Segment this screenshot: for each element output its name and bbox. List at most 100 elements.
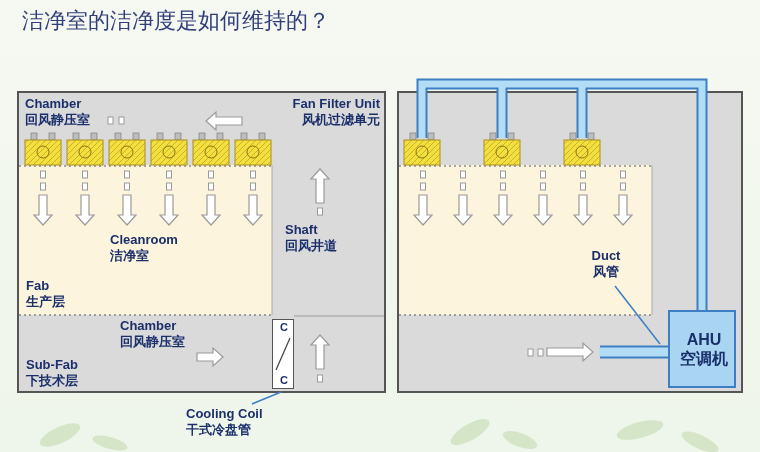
airflow-dot	[251, 171, 256, 178]
airflow-arrow	[614, 195, 632, 225]
airflow-arrow	[244, 195, 262, 225]
airflow-arrow	[547, 343, 593, 361]
wall-line	[294, 316, 384, 317]
ffu-fan	[205, 146, 217, 158]
fan-filter-unit	[151, 140, 187, 165]
airflow-arrow	[534, 195, 552, 225]
airflow-dot	[541, 183, 546, 190]
coil-label: Cooling Coil 干式冷盘管	[186, 406, 280, 437]
airflow-arrow	[197, 348, 223, 366]
airflow-arrow	[454, 195, 472, 225]
airflow-dot	[318, 208, 323, 215]
ffu-fan	[37, 146, 49, 158]
airflow-dot	[41, 183, 46, 190]
fan-filter-unit	[193, 140, 229, 165]
right-panel	[398, 92, 742, 392]
airflow-dot	[83, 171, 88, 178]
airflow-dot	[421, 171, 426, 178]
region-label: Chamber 回风静压室	[25, 96, 99, 127]
region-label: Fab 生产层	[26, 278, 74, 309]
airflow-dot	[538, 349, 543, 356]
airflow-dot	[421, 183, 426, 190]
ffu-label: Fan Filter Unit 风机过滤单元	[258, 96, 380, 127]
wall-line	[652, 165, 653, 315]
region-label: Cleanroom 洁净室	[110, 232, 192, 263]
airflow-dot	[621, 171, 626, 178]
duct	[422, 84, 702, 352]
ffu-collar	[49, 133, 55, 140]
airflow-dot	[581, 171, 586, 178]
airflow-arrow	[574, 195, 592, 225]
cleanroom-area	[399, 165, 652, 315]
airflow-dot	[581, 183, 586, 190]
region-label: C	[273, 321, 295, 334]
duct-label: Duct 风管	[583, 248, 629, 279]
subfab-region: Chamber 回风静压室Sub-Fab 下技术层CC	[19, 317, 384, 391]
raised-floor	[19, 314, 272, 316]
fan-filter-unit	[25, 140, 61, 165]
airflow-dot	[167, 171, 172, 178]
ffu-fan	[121, 146, 133, 158]
wall-line	[272, 165, 273, 315]
ffu-fan	[496, 146, 508, 158]
leaf-decoration	[37, 414, 721, 452]
cleanroom-area	[19, 165, 272, 315]
ffu-collar	[199, 133, 205, 140]
raised-floor	[399, 314, 652, 316]
fan-filter-unit	[109, 140, 145, 165]
ffu-collar	[508, 133, 514, 140]
region-label: Chamber 回风静压室	[120, 318, 194, 349]
airflow-arrow	[206, 112, 242, 130]
ffu-collar	[588, 133, 594, 140]
airflow-dot	[125, 183, 130, 190]
ahu-box: AHU 空调机	[668, 310, 736, 388]
ffu-fan	[576, 146, 588, 158]
region-label: C	[273, 374, 295, 387]
ffu-fan	[163, 146, 175, 158]
region-label: Shaft 回风井道	[285, 222, 347, 253]
ffu-collar	[157, 133, 163, 140]
airflow-dot	[119, 117, 124, 124]
ffu-fan	[416, 146, 428, 158]
airflow-dot	[125, 171, 130, 178]
page-title: 洁净室的洁净度是如何维持的？	[22, 6, 330, 36]
return-plenum: Chamber 回风静压室	[19, 93, 272, 139]
airflow-dot	[461, 183, 466, 190]
airflow-dot	[528, 349, 533, 356]
cleanroom-region: Cleanroom 洁净室 Fab 生产层	[19, 166, 272, 314]
ffu-collar	[31, 133, 37, 140]
region-label: AHU 空调机	[674, 330, 734, 368]
airflow-arrow	[160, 195, 178, 225]
ffu-collar	[259, 133, 265, 140]
fan-filter-unit	[404, 140, 440, 165]
airflow-dot	[501, 183, 506, 190]
ffu-collar	[428, 133, 434, 140]
ffu-collar	[133, 133, 139, 140]
ffu-collar	[490, 133, 496, 140]
airflow-dot	[461, 171, 466, 178]
airflow-dot	[541, 171, 546, 178]
airflow-arrow	[311, 169, 329, 203]
left-panel	[18, 92, 385, 392]
ffu-collar	[241, 133, 247, 140]
ffu-collar	[570, 133, 576, 140]
airflow-dot	[209, 183, 214, 190]
fan-filter-unit	[67, 140, 103, 165]
ffu-collar	[115, 133, 121, 140]
fan-filter-unit	[484, 140, 520, 165]
airflow-dot	[501, 171, 506, 178]
airflow-arrow	[414, 195, 432, 225]
leader-line	[252, 392, 281, 404]
cooling-coil: CC	[272, 319, 294, 389]
region-label: Sub-Fab 下技术层	[26, 357, 100, 388]
airflow-arrow	[202, 195, 220, 225]
airflow-dot	[209, 171, 214, 178]
fan-filter-unit	[564, 140, 600, 165]
airflow-dot	[108, 117, 113, 124]
fan-filter-unit	[235, 140, 271, 165]
ffu-fan	[79, 146, 91, 158]
airflow-arrow	[76, 195, 94, 225]
ffu-collar	[410, 133, 416, 140]
ffu-collar	[91, 133, 97, 140]
